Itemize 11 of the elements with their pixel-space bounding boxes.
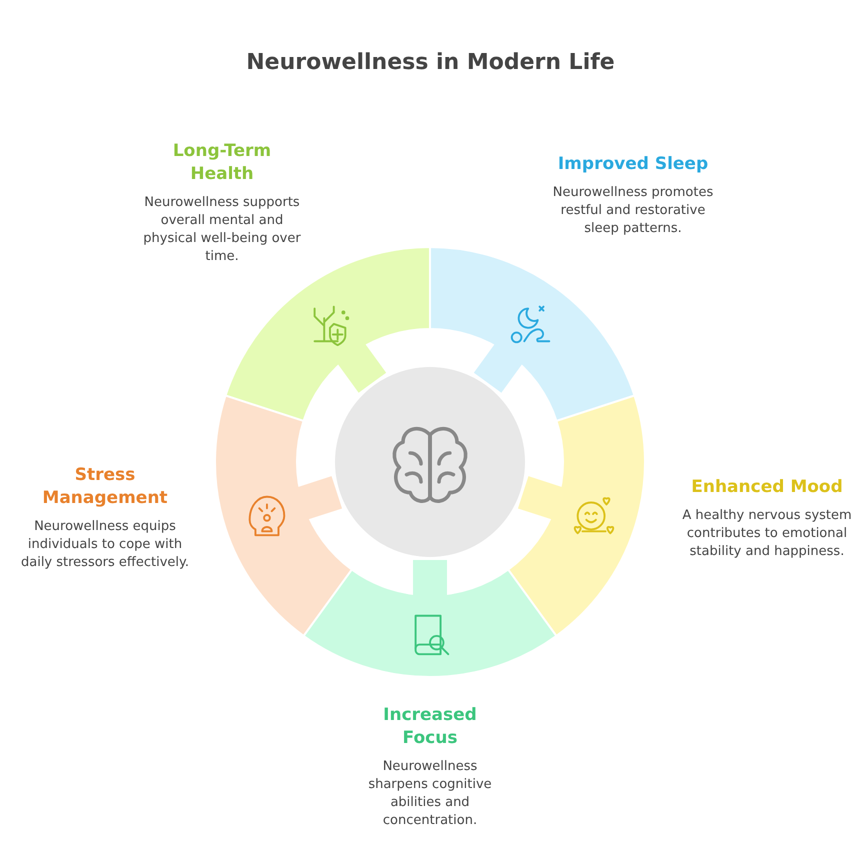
segment-description: A healthy nervous system contributes to emotional stability and happiness. [682, 507, 852, 561]
diagram-title: Neurowellness in Modern Life [245, 50, 616, 75]
segment-description: Neurowellness supports overall mental and physical well-being over time. [142, 194, 302, 266]
segment-heading: Stress Management [41, 464, 169, 510]
segment-heading: Enhanced Mood [690, 476, 844, 499]
segment-description: Neurowellness equips individuals to cope with daily stressors effectively. [20, 518, 190, 572]
segment-heading: Increased Focus [382, 704, 478, 750]
segment-description: Neurowellness promotes restful and restorative sleep patterns. [552, 184, 714, 238]
segment-description: Neurowellness sharpens cognitive abilities and concentration. [367, 758, 493, 830]
segment-heading: Long-Term Health [172, 140, 272, 186]
segment-heading: Improved Sleep [556, 153, 710, 176]
